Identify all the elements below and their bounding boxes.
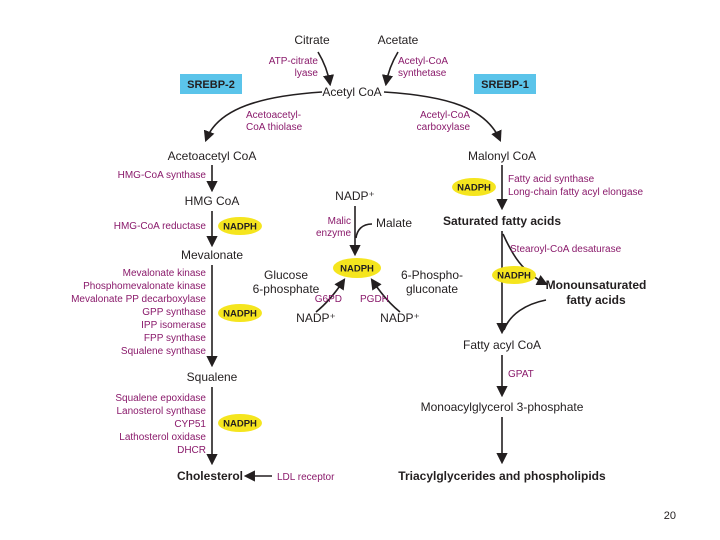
g6pd-label: G6PD xyxy=(315,294,342,305)
squalene-epoxidase-label: Squalene epoxidase xyxy=(115,393,206,404)
nadph-center-label: NADPH xyxy=(340,264,374,275)
nadph-squalene-label: NADPH xyxy=(223,419,257,430)
malonyl-coa-label: Malonyl CoA xyxy=(468,149,536,163)
hmg-coa-label: HMG CoA xyxy=(185,194,240,208)
nadph-fas-badge xyxy=(452,178,496,196)
malic-enzyme-label-1: Malic xyxy=(328,216,351,227)
acetoacetyl-coa-thiolase-label-2: CoA thiolase xyxy=(246,122,303,133)
fatty-acyl-coa-label: Fatty acyl CoA xyxy=(463,338,541,352)
glucose-6-phosphate-label-2: 6-phosphate xyxy=(253,282,320,296)
triacylglycerides-phospholipids-label: Triacylglycerides and phospholipids xyxy=(398,469,606,483)
cyp51-label: CYP51 xyxy=(174,419,206,430)
nadp-left-label: NADP⁺ xyxy=(296,311,336,325)
lathosterol-oxidase-label: Lathosterol oxidase xyxy=(119,432,206,443)
malic-enzyme-label-2: enzyme xyxy=(316,228,351,239)
nadph-hmgcr-label: NADPH xyxy=(223,222,257,233)
pgdh-label: PGDH xyxy=(360,294,389,305)
g6pd-to-nadph-arrow xyxy=(315,278,346,313)
fatty-acid-synthase-label: Fatty acid synthase xyxy=(508,174,595,185)
acetyl-coa-to-malonyl-coa-arrow xyxy=(383,91,502,143)
srebp-2-label: SREBP-2 xyxy=(187,79,235,91)
ipp-isomerase-label: IPP isomerase xyxy=(141,320,206,331)
mevalonate-kinase-label: Mevalonate kinase xyxy=(123,268,207,279)
saturated-to-monounsaturated-arrow xyxy=(502,233,549,286)
glucose-6-phosphate-label-1: Glucose xyxy=(264,268,308,282)
saturated-fatty-acids-label: Saturated fatty acids xyxy=(443,214,561,228)
nadph-squalene-badge xyxy=(218,414,262,432)
monounsaturated-to-fatty-acyl-coa-arrow xyxy=(503,299,547,331)
hmg-coa-synthase-label: HMG-CoA synthase xyxy=(118,170,207,181)
dhcr-label: DHCR xyxy=(177,445,206,456)
acetoacetyl-coa-label: Acetoacetyl CoA xyxy=(168,149,257,163)
nadph-mevalonate-badge xyxy=(218,304,262,322)
srebp-1-box xyxy=(474,74,536,94)
acetate-label: Acetate xyxy=(378,33,419,47)
acetyl-coa-synthetase-label-2: synthetase xyxy=(398,68,447,79)
nadph-scd-badge xyxy=(492,266,536,284)
srebp-1-label: SREBP-1 xyxy=(481,79,529,91)
nadph-fas-label: NADPH xyxy=(457,183,491,194)
squalene-synthase-label: Squalene synthase xyxy=(121,346,207,357)
ldl-receptor-label: LDL receptor xyxy=(277,472,335,483)
citrate-to-acetyl-coa-arrow xyxy=(317,51,335,87)
atp-citrate-lyase-label-1: ATP-citrate xyxy=(269,56,319,67)
nadph-hmgcr-badge xyxy=(218,217,262,235)
mevalonate-label: Mevalonate xyxy=(181,248,243,262)
hmg-coa-reductase-label: HMG-CoA reductase xyxy=(114,221,207,232)
long-chain-elongase-label: Long-chain fatty acyl elongase xyxy=(508,187,644,198)
citrate-label: Citrate xyxy=(294,33,330,47)
atp-citrate-lyase-label-2: lyase xyxy=(295,68,319,79)
gpp-synthase-label: GPP synthase xyxy=(142,307,206,318)
stearoyl-coa-desaturase-label: Stearoyl-CoA desaturase xyxy=(510,244,622,255)
pgdh-to-nadph-arrow xyxy=(370,278,401,313)
acetyl-coa-carboxylase-label-2: carboxylase xyxy=(417,122,471,133)
acetate-to-acetyl-coa-arrow xyxy=(381,51,399,87)
fpp-synthase-label: FPP synthase xyxy=(144,333,207,344)
phosphogluconate-label-1: 6-Phospho- xyxy=(401,268,463,282)
nadp-right-label: NADP⁺ xyxy=(380,311,420,325)
nadph-mevalonate-label: NADPH xyxy=(223,309,257,320)
squalene-label: Squalene xyxy=(187,370,238,384)
acetyl-coa-label: Acetyl CoA xyxy=(322,85,381,99)
cholesterol-label: Cholesterol xyxy=(177,469,243,483)
malate-to-pathway-arrow xyxy=(355,223,373,239)
monoacylglycerol-3-phosphate-label: Monoacylglycerol 3-phosphate xyxy=(421,400,584,414)
phosphomevalonate-kinase-label: Phosphomevalonate kinase xyxy=(83,281,206,292)
nadph-center-badge xyxy=(333,258,381,278)
nadp-top-label: NADP⁺ xyxy=(335,189,375,203)
srebp-2-box xyxy=(180,74,242,94)
malate-label: Malate xyxy=(376,216,412,230)
gpat-label: GPAT xyxy=(508,369,534,380)
page-number: 20 xyxy=(664,510,676,522)
nadph-scd-label: NADPH xyxy=(497,271,531,282)
acetyl-coa-to-acetoacetyl-coa-arrow xyxy=(203,91,323,143)
mevalonate-pp-decarboxylase-label: Mevalonate PP decarboxylase xyxy=(71,294,206,305)
phosphogluconate-label-2: gluconate xyxy=(406,282,458,296)
monounsaturated-label-2: fatty acids xyxy=(566,293,626,307)
monounsaturated-label-1: Monounsaturated xyxy=(546,278,647,292)
acetyl-coa-synthetase-label-1: Acetyl-CoA xyxy=(398,56,448,67)
lanosterol-synthase-label: Lanosterol synthase xyxy=(116,406,206,417)
acetoacetyl-coa-thiolase-label-1: Acetoacetyl- xyxy=(246,110,301,121)
acetyl-coa-carboxylase-label-1: Acetyl-CoA xyxy=(420,110,470,121)
